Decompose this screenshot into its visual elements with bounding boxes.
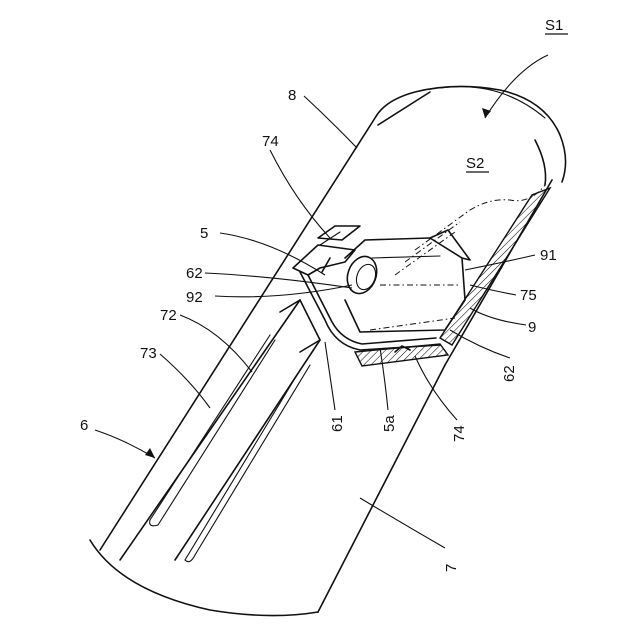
hatched-base-5a — [355, 344, 448, 366]
label-73: 73 — [140, 345, 157, 362]
label-62-left: 62 — [186, 265, 203, 282]
label-6: 6 — [80, 417, 88, 434]
clip-5 — [293, 245, 440, 350]
label-5a: 5a — [381, 415, 398, 432]
s1-arrow — [482, 55, 548, 118]
label-9: 9 — [528, 319, 536, 336]
rail-74-upper — [318, 226, 360, 245]
label-74-top: 74 — [262, 133, 279, 150]
label-8: 8 — [288, 87, 296, 104]
label-75: 75 — [520, 287, 537, 304]
label-92: 92 — [186, 289, 203, 306]
label-S2: S2 — [466, 155, 484, 172]
label-61: 61 — [329, 415, 346, 432]
label-S1: S1 — [545, 17, 563, 34]
hex-block-9 — [345, 230, 470, 332]
arrow-6 — [95, 430, 155, 458]
reference-labels: S1 S2 8 74 5 62 92 72 73 6 61 5a 74 62 9… — [80, 17, 568, 572]
label-74-bottom: 74 — [451, 425, 468, 442]
label-91: 91 — [540, 247, 557, 264]
label-62-right: 62 — [501, 365, 518, 382]
label-72: 72 — [160, 307, 177, 324]
inner-channel-72 — [120, 300, 320, 562]
label-5: 5 — [200, 225, 208, 242]
label-7: 7 — [443, 564, 460, 572]
